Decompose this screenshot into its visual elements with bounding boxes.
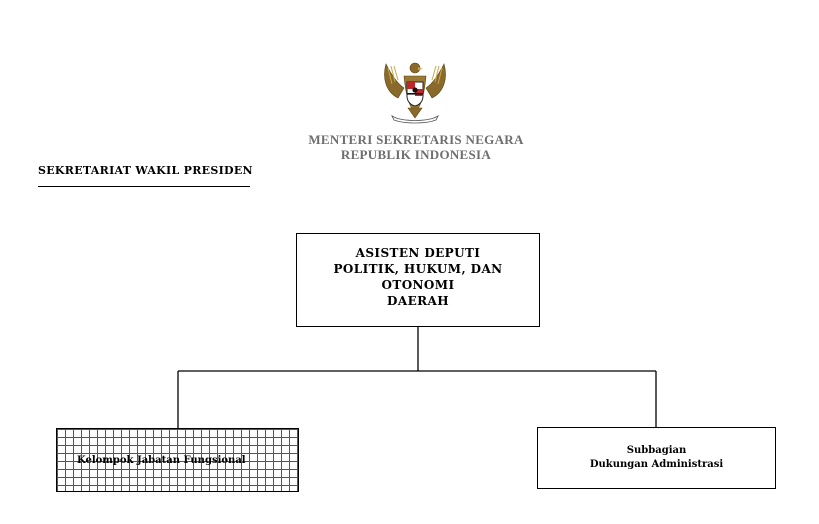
section-label: SEKRETARIAT WAKIL PRESIDEN: [38, 164, 253, 177]
ministry-title: MENTERI SEKRETARIS NEGARA: [308, 132, 524, 147]
ministry-country: REPUBLIK INDONESIA: [340, 147, 492, 162]
head-unit-line-2: POLITIK, HUKUM, DAN OTONOMI: [333, 262, 503, 292]
head-unit-box: ASISTEN DEPUTI POLITIK, HUKUM, DAN OTONO…: [296, 233, 540, 327]
garuda-emblem-icon: [384, 62, 446, 124]
section-underline: [38, 186, 250, 187]
subdivision-box: Subbagian Dukungan Administrasi: [537, 427, 776, 489]
head-unit-line-1: ASISTEN DEPUTI: [355, 246, 481, 260]
functional-group-label: Kelompok Jabatan Fungsional: [77, 454, 246, 466]
head-unit-line-3: DAERAH: [387, 294, 449, 308]
subdivision-line-2: Dukungan Administrasi: [589, 459, 724, 470]
subdivision-line-1: Subbagian: [626, 445, 687, 456]
functional-group-box: Kelompok Jabatan Fungsional: [56, 428, 299, 492]
